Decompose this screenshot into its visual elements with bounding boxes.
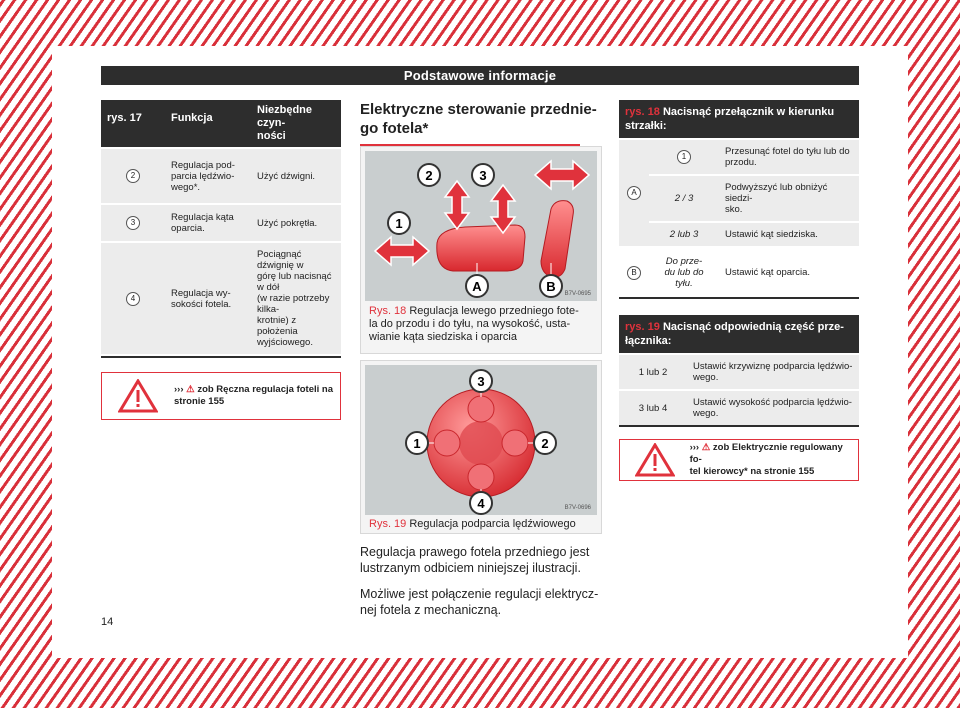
- figure-18: 1 2 3 A B B7V-0695 Rys. 18 Regulacja lew…: [360, 146, 602, 354]
- table-row: 3 Regulacja kąta oparcia. Użyć pokrętła.: [101, 203, 341, 242]
- continuation-arrows: ›››: [689, 442, 700, 453]
- caption-number: Rys. 18: [369, 305, 407, 317]
- table-ref: rys. 19: [625, 321, 660, 333]
- switch-label: B: [627, 265, 641, 280]
- table-header-ref: rys. 17: [101, 100, 165, 148]
- figure-caption: Rys. 18 Regulacja lewego przedniego fote…: [369, 305, 595, 344]
- table-row: A 1 Przesunąć fotel do tyłu lub do przod…: [619, 138, 859, 247]
- paragraph: Regulacja prawego fotela przedniego jest…: [360, 545, 590, 575]
- table-row: B Do prze- du lub do tyłu. Ustawić kąt o…: [619, 246, 859, 297]
- action-cell: Ustawić kąt oparcia.: [719, 246, 859, 297]
- figure-callout: 3: [479, 168, 486, 183]
- table-header-actions: Niezbędne czyn- ności: [251, 100, 341, 148]
- figure-callout: 4: [477, 496, 485, 511]
- warning-reference-box: ››› ⚠ zob Elektrycznie regulowany fo- te…: [619, 439, 859, 481]
- table-title-text: Nacisnąć odpowiednią część prze- łącznik…: [625, 321, 844, 347]
- warning-triangle-icon: [102, 379, 174, 413]
- cross-reference-link[interactable]: zob Elektrycznie regulowany fo- tel kier…: [689, 442, 843, 477]
- caption-text: Regulacja podparcia lędźwiowego: [409, 518, 576, 530]
- table-header-function: Funkcja: [165, 100, 251, 148]
- figure-callout: 2: [541, 436, 548, 451]
- table-row: 3 lub 4 Ustawić wysokość podparcia lędźw…: [619, 389, 859, 425]
- figure-code: B7V-0695: [564, 291, 591, 297]
- cross-reference-link[interactable]: zob Ręczna regulacja foteli na stronie 1…: [174, 384, 333, 407]
- action-cell: Ustawić krzywiznę podparcia lędźwio- weg…: [687, 353, 859, 390]
- electric-switch-table: A 1 Przesunąć fotel do tyłu lub do przod…: [619, 138, 859, 297]
- callout-keys: 2 / 3: [649, 174, 719, 222]
- continuation-arrows: ›››: [174, 384, 184, 395]
- table-ref: rys. 18: [625, 106, 660, 118]
- function-cell: Regulacja pod- parcia lędźwio- wego*.: [165, 147, 251, 204]
- left-column: rys. 17 Funkcja Niezbędne czyn- ności 2 …: [101, 100, 341, 420]
- figure-19: 1 2 3 4 B7V-0696 Rys. 19 Regulacja podpa…: [360, 360, 602, 534]
- warning-triangle-icon: [620, 443, 690, 477]
- figure-callout: 1: [413, 436, 420, 451]
- page-header: Podstawowe informacje: [101, 66, 859, 85]
- figure-callout: B: [546, 279, 555, 294]
- table-title: rys. 19 Nacisnąć odpowiednią część prze-…: [619, 315, 859, 353]
- figure-callout: 3: [477, 374, 484, 389]
- switch-label: A: [627, 186, 641, 200]
- warning-reference-box: ››› ⚠ zob Ręczna regulacja foteli na str…: [101, 372, 341, 420]
- figure-callout: A: [472, 279, 482, 294]
- figure-callout: 1: [395, 216, 402, 231]
- callout-number: 2: [126, 169, 140, 183]
- seat-switch-illustration: 1 2 3 A B B7V-0695: [365, 151, 597, 301]
- callout-number: 1: [677, 150, 691, 164]
- figure-code: B7V-0696: [564, 505, 591, 511]
- action-cell: Podwyższyć lub obniżyć siedzi- sko.: [719, 174, 859, 222]
- table-title: rys. 18 Nacisnąć przełącznik w kierunku …: [619, 100, 859, 138]
- action-cell: Przesunąć fotel do tyłu lub do przodu.: [719, 138, 859, 175]
- table-row: 2 Regulacja pod- parcia lędźwio- wego*. …: [101, 147, 341, 204]
- function-cell: Regulacja kąta oparcia.: [165, 203, 251, 242]
- table-title-text: Nacisnąć przełącznik w kierunku strzałki…: [625, 106, 835, 132]
- manual-adjustment-table: rys. 17 Funkcja Niezbędne czyn- ności 2 …: [101, 100, 341, 354]
- body-text: Regulacja prawego fotela przedniego jest…: [360, 544, 610, 628]
- callout-keys: 3 lub 4: [619, 389, 687, 425]
- table-row: 1 lub 2 Ustawić krzywiznę podparcia lędź…: [619, 353, 859, 390]
- caption-number: Rys. 19: [369, 518, 407, 530]
- right-column: rys. 18 Nacisnąć przełącznik w kierunku …: [619, 100, 859, 481]
- caption-text: Regulacja lewego przedniego fote- la do …: [369, 305, 579, 343]
- callout-keys: 2 lub 3: [649, 221, 719, 247]
- callout-keys: Do prze- du lub do tyłu.: [649, 246, 719, 297]
- small-warning-icon: ⚠: [186, 384, 195, 395]
- section-title: Elektryczne sterowanie przednie- go fote…: [360, 101, 597, 137]
- callout-keys: 1 lub 2: [619, 353, 687, 390]
- table-row: 2 lub 3 Ustawić kąt siedziska.: [619, 221, 859, 247]
- function-cell: Regulacja wy- sokości fotela.: [165, 241, 251, 354]
- action-cell: Pociągnąć dźwignię w górę lub nacisnąć w…: [251, 241, 341, 354]
- table-row: 4 Regulacja wy- sokości fotela. Pociągną…: [101, 241, 341, 354]
- middle-column: Elektryczne sterowanie przednie- go fote…: [360, 100, 600, 146]
- table-row: 2 / 3 Podwyższyć lub obniżyć siedzi- sko…: [619, 174, 859, 222]
- lumbar-switch-table: 1 lub 2 Ustawić krzywiznę podparcia lędź…: [619, 353, 859, 425]
- lumbar-switch-illustration: 1 2 3 4 B7V-0696: [365, 365, 597, 515]
- figure-callout: 2: [425, 168, 432, 183]
- action-cell: Ustawić wysokość podparcia lędźwio- wego…: [687, 389, 859, 425]
- figure-caption: Rys. 19 Regulacja podparcia lędźwiowego: [369, 518, 595, 531]
- paragraph: Możliwe jest połączenie regulacji elektr…: [360, 587, 599, 617]
- action-cell: Ustawić kąt siedziska.: [719, 221, 859, 247]
- callout-number: 4: [126, 291, 140, 306]
- action-cell: Użyć pokrętła.: [251, 203, 341, 242]
- action-cell: Użyć dźwigni.: [251, 147, 341, 204]
- callout-number: 3: [126, 216, 140, 230]
- page-number: 14: [101, 616, 114, 628]
- small-warning-icon: ⚠: [701, 442, 711, 453]
